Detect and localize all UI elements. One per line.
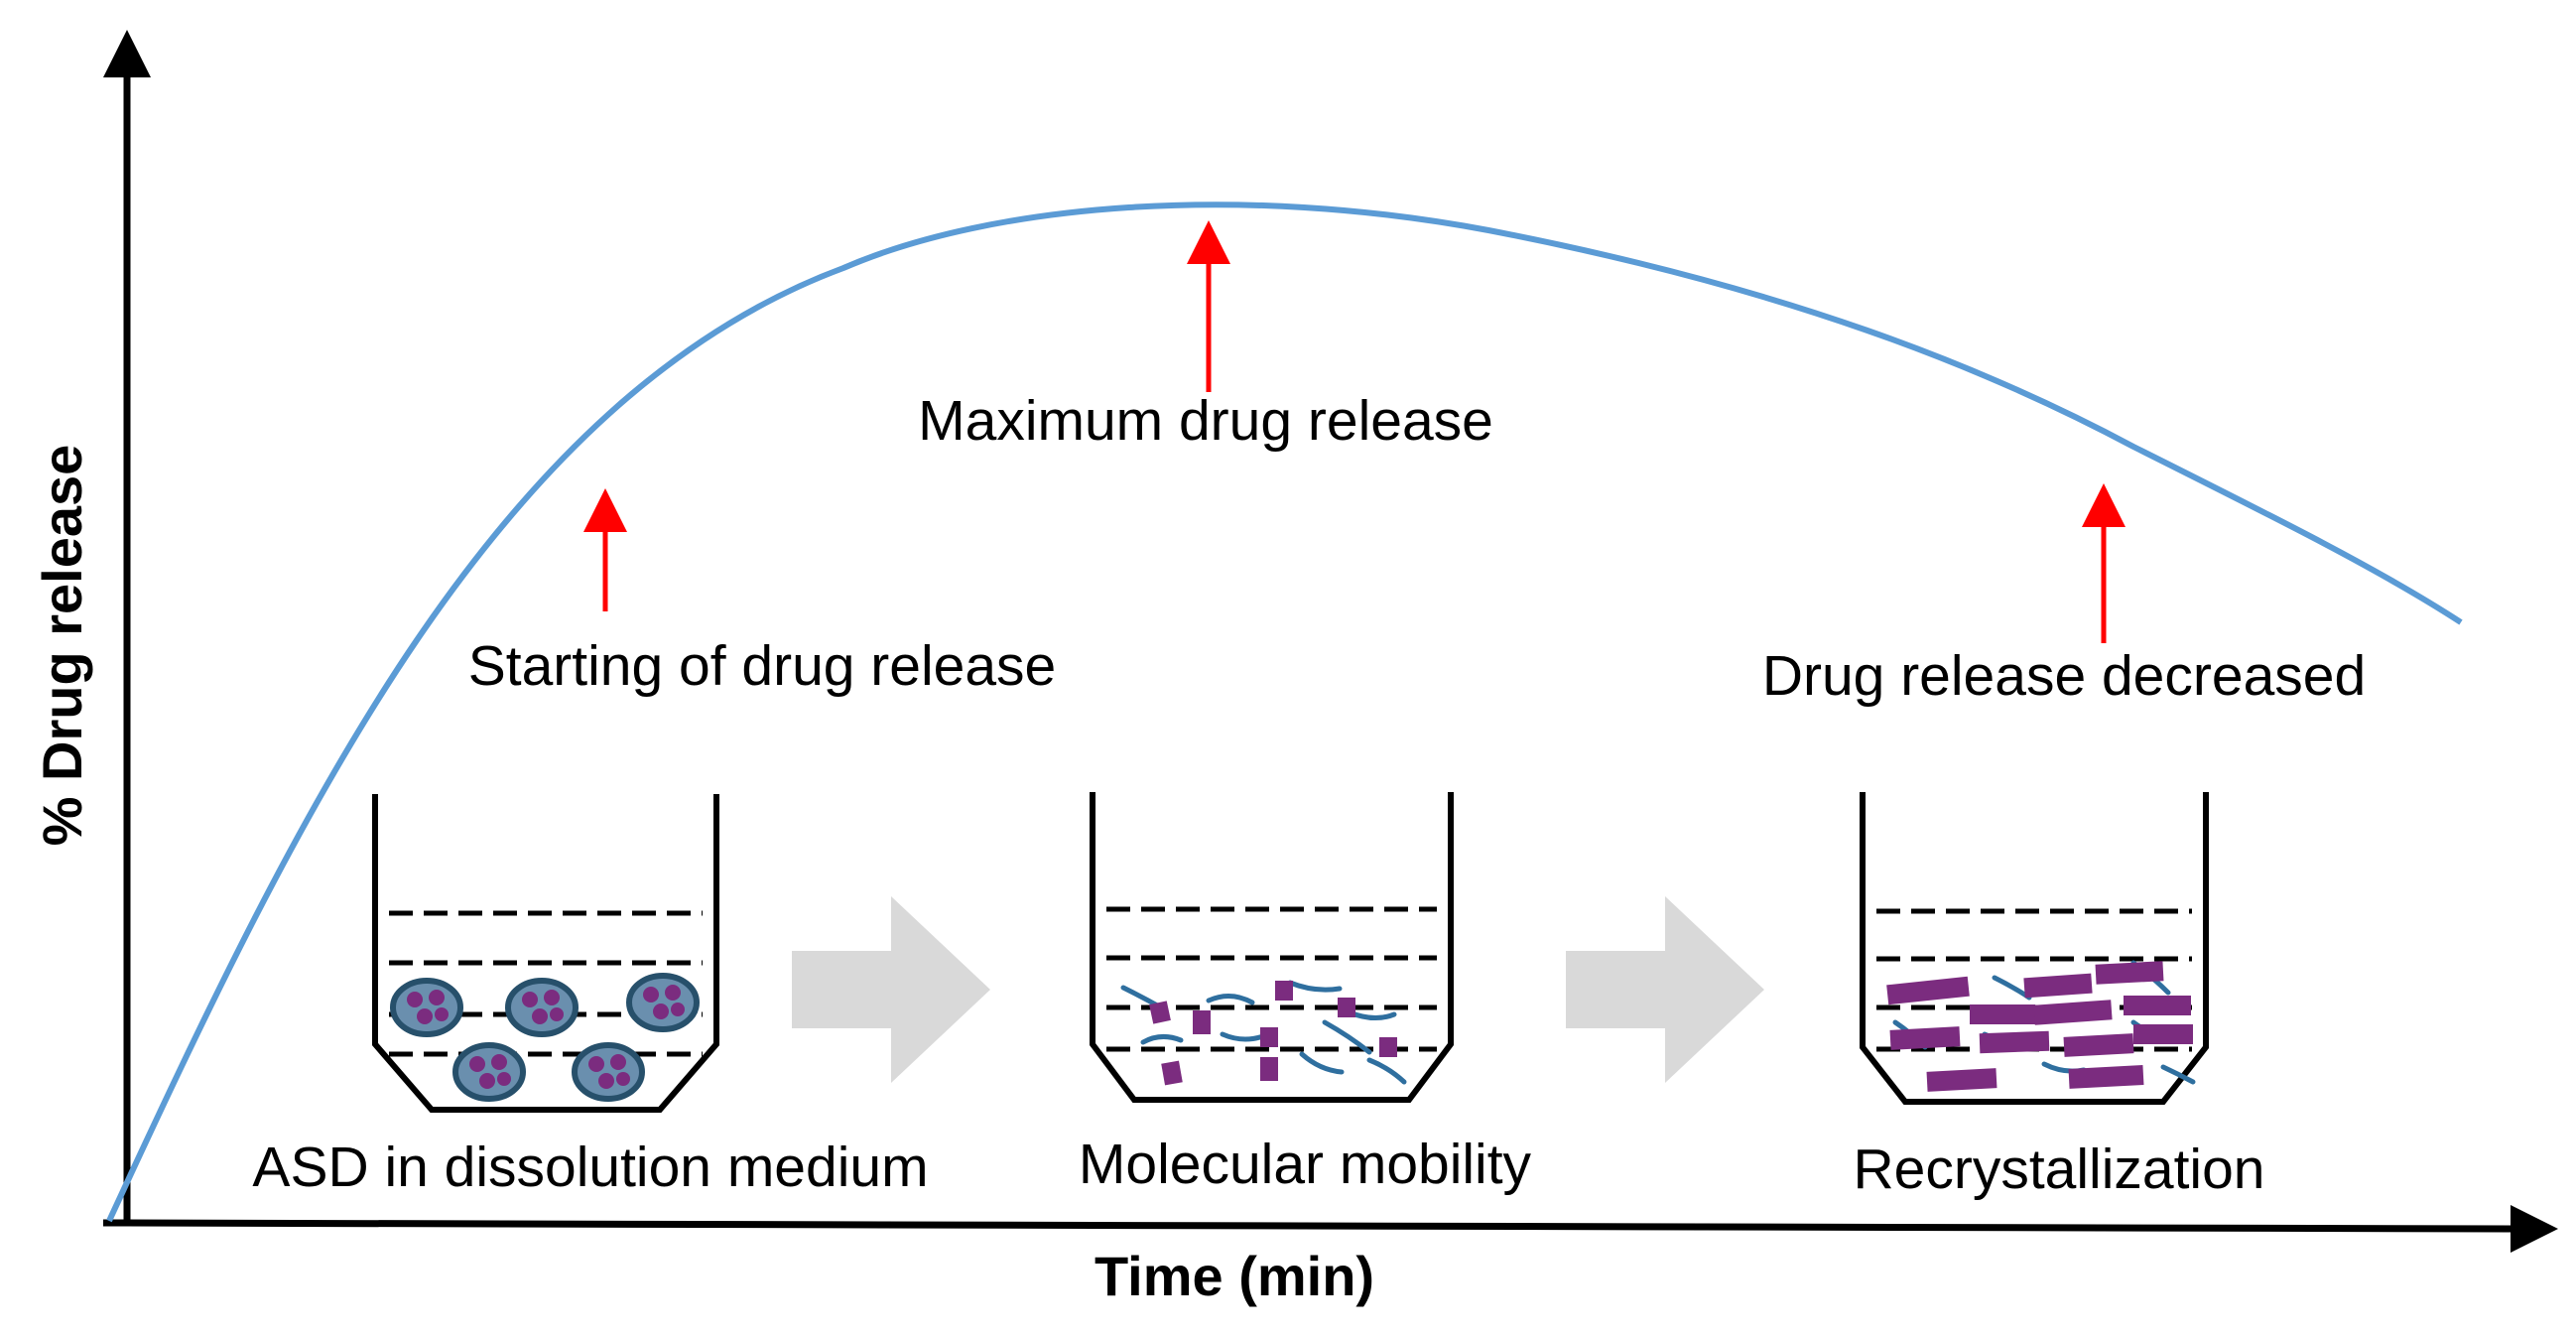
beaker-recrystallization [1860,792,2209,1105]
stage-label-asd: ASD in dissolution medium [252,1136,928,1199]
y-axis-label: % Drug release [31,445,93,847]
beaker-outline [1090,792,1454,1103]
release-curve [106,201,2463,1223]
beaker-asd [372,794,719,1113]
start-annotation: Starting of drug release [468,634,1057,698]
asd-particle [572,1042,645,1102]
beaker-outline [372,794,719,1113]
max-annotation: Maximum drug release [918,389,1493,453]
up-arrow-icon [2082,483,2125,527]
up-arrow-icon [583,488,627,532]
asd-particle [505,978,579,1037]
beaker-mobility [1090,792,1454,1103]
right-block-arrow-icon [792,896,990,1083]
asd-particle [390,978,463,1037]
decrease-marker-arrow [2082,483,2125,643]
x-axis-label: Time (min) [1095,1245,1374,1307]
drug-molecules [1149,981,1397,1086]
x-axis [102,1219,2512,1233]
stage-label-mobility: Molecular mobility [1079,1133,1532,1196]
asd-particle [452,1042,526,1102]
beaker-outline [1860,792,2209,1105]
stage-label-recrystallization: Recrystallization [1854,1137,2265,1201]
axes [102,30,2558,1253]
crystal-needles [1886,961,2193,1092]
start-marker-arrow [583,488,627,611]
x-axis-arrowhead [2511,1205,2558,1253]
max-marker-arrow [1187,220,1230,392]
y-axis-arrowhead [103,30,151,77]
up-arrow-icon [1187,220,1230,264]
right-block-arrow-icon [1566,896,1764,1083]
asd-particle [626,973,700,1032]
decrease-annotation: Drug release decreased [1762,644,2366,708]
